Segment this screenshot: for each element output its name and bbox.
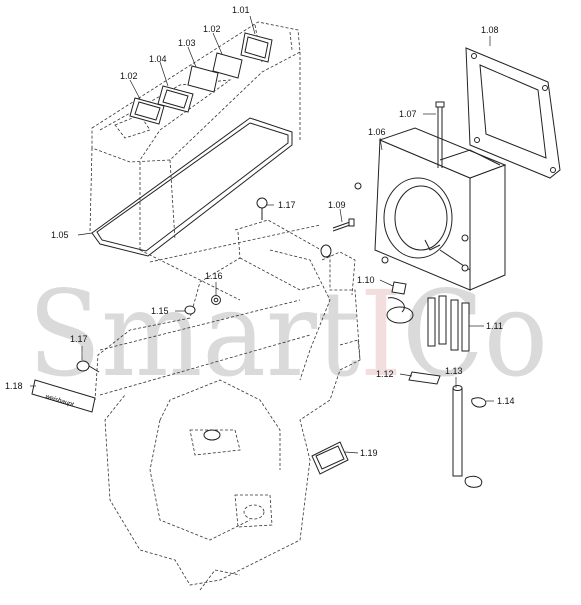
callout-1-13: 1.13 [445,366,463,376]
callout-1-07: 1.07 [399,109,417,119]
small-plate [408,371,441,385]
callout-1-01: 1.01 [232,5,250,15]
plug [184,305,196,315]
callout-1-10: 1.10 [357,275,375,285]
screw [332,218,355,232]
callout-1-12: 1.12 [376,369,394,379]
washer [211,295,221,305]
callout-1-09: 1.09 [328,200,346,210]
threaded-rods [427,295,470,352]
callout-1-18: 1.18 [5,381,23,391]
filter-windows [129,32,273,125]
callout-1-16: 1.16 [205,271,223,281]
watermark-prefix: Smart [28,265,360,403]
cover-housing [91,21,301,163]
retaining-clip-upper [471,397,487,408]
eyebolt-lower [76,360,100,373]
callout-1-06: 1.06 [368,127,386,137]
eyebolt-bottom [203,429,221,441]
callout-1-17-lower: 1.17 [70,334,88,344]
bracket [386,281,414,324]
rear-gasket [465,47,561,179]
callout-1-03: 1.03 [178,38,196,48]
shaft [452,385,463,477]
gasket-loop [91,117,293,257]
callout-1-02-right: 1.02 [203,24,221,34]
eyebolt-upper [256,197,268,220]
callout-1-08: 1.08 [481,25,499,35]
leader-lines [30,15,494,454]
eyebolt-side [320,244,332,258]
burner-housing [94,219,361,591]
callout-labels: 1.01 1.02 1.02 1.03 1.04 1.05 1.06 1.07 … [5,5,515,458]
callout-1-15: 1.15 [151,306,169,316]
sight-glass [311,441,349,475]
callout-1-11: 1.11 [486,321,503,331]
callout-1-02-left: 1.02 [120,71,138,81]
callout-1-17-upper: 1.17 [278,200,296,210]
callout-1-04: 1.04 [149,54,167,64]
callout-1-05: 1.05 [51,230,69,240]
callout-1-19: 1.19 [360,448,378,458]
callout-1-14: 1.14 [497,396,515,406]
stud [435,101,445,168]
alignment-lines [89,52,301,250]
retaining-clip-lower [464,475,483,488]
